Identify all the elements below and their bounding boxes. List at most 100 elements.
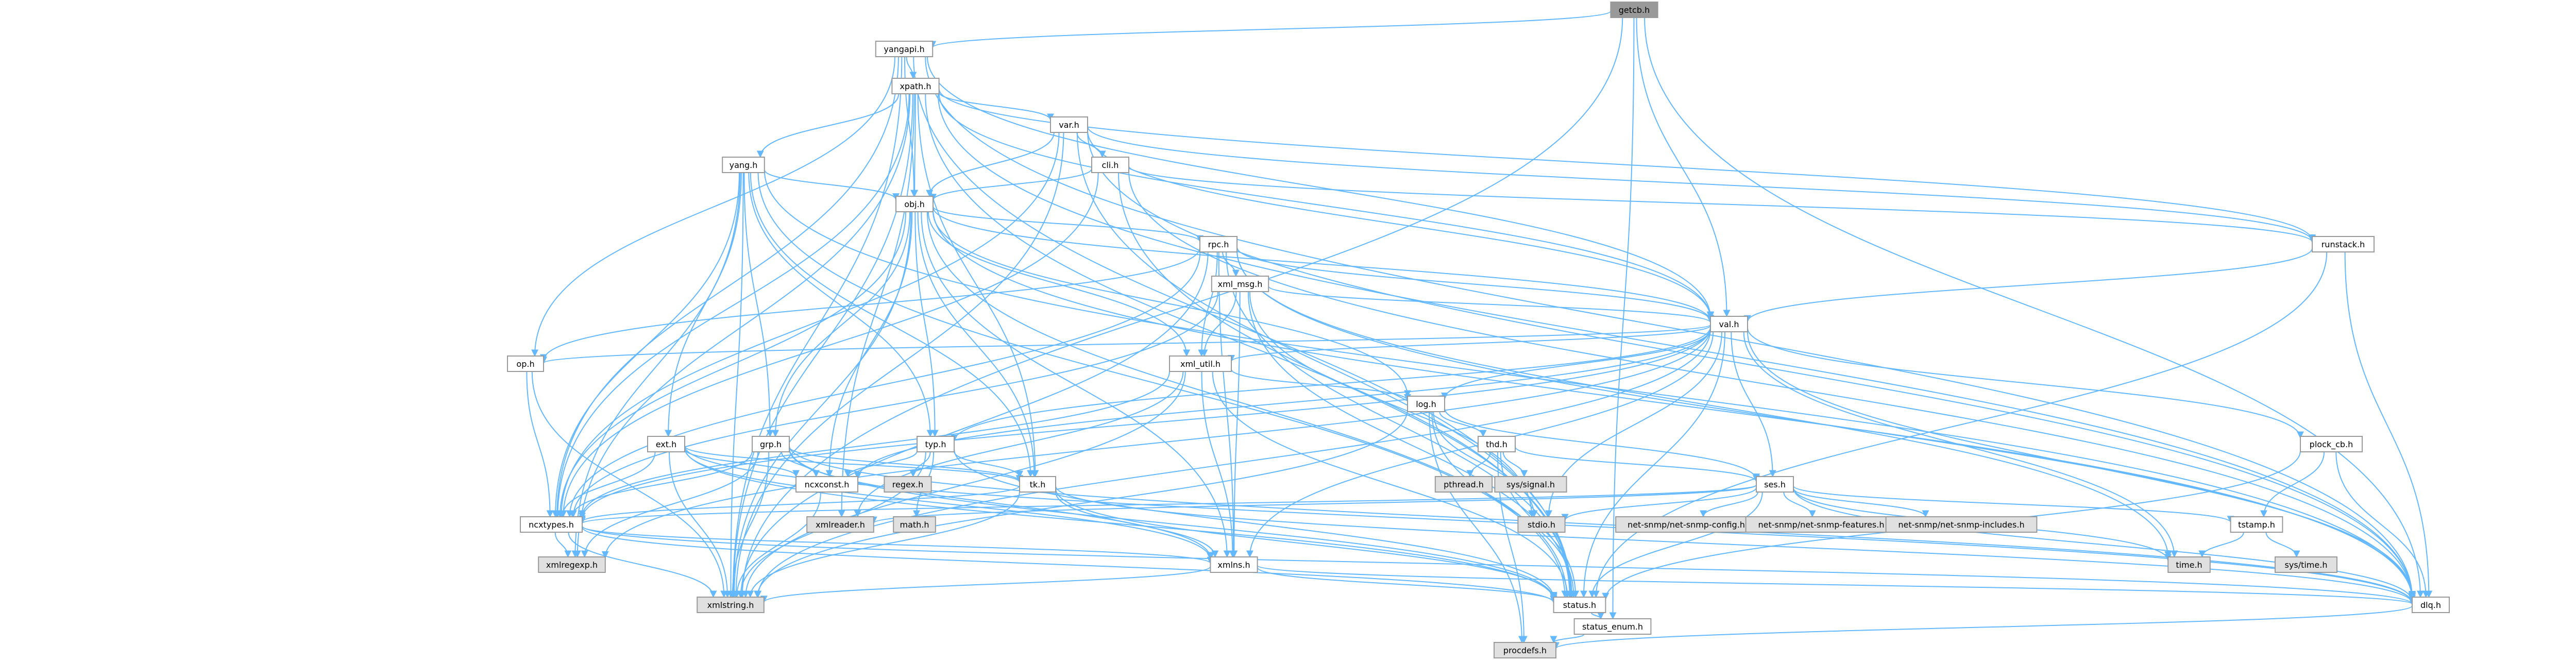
node-tstamp[interactable]: tstamp.h — [2230, 516, 2283, 533]
edge-yangapi-to-val — [926, 56, 1714, 319]
edge-xpath-to-obj — [911, 93, 919, 197]
edge-val-to-xmlstring — [754, 329, 1711, 598]
node-box — [1434, 476, 1493, 493]
edge-yangapi-to-ncxtypes — [553, 56, 899, 518]
edge-getcb-to-val — [1636, 17, 1731, 317]
node-xml-util[interactable]: xml_util.h — [1169, 355, 1232, 372]
node-box — [895, 196, 934, 212]
edge-op-to-ncxtypes — [526, 371, 554, 518]
edge-val-to-typ — [951, 327, 1711, 442]
node-xml-msg[interactable]: xml_msg.h — [1211, 276, 1269, 292]
edge-ncxtypes-to-dlq — [582, 526, 2416, 605]
edge-typ-to-regex — [909, 451, 931, 478]
node-box — [1610, 2, 1658, 18]
edge-yang-to-obj — [764, 169, 900, 201]
node-dlq[interactable]: dlq.h — [2412, 597, 2450, 613]
edge-var-to-obj — [926, 132, 1055, 197]
node-box — [2167, 556, 2211, 573]
node-xpath[interactable]: xpath.h — [891, 78, 940, 94]
edge-dlq-to-procdefs — [1552, 605, 2413, 650]
node-xmlreader: xmlreader.h — [806, 516, 874, 533]
node-systime: sys/time.h — [2275, 556, 2337, 573]
node-ncxtypes[interactable]: ncxtypes.h — [520, 516, 583, 533]
edge-thd-to-syssignal — [1502, 451, 1528, 478]
edge-runstack-to-dlq — [2344, 251, 2433, 598]
edge-log-to-procdefs — [1429, 411, 1526, 643]
edge-xpath-to-yang — [756, 93, 900, 158]
node-rpc[interactable]: rpc.h — [1199, 236, 1238, 252]
node-typ[interactable]: typ.h — [917, 436, 955, 452]
node-status-enum[interactable]: status_enum.h — [1573, 618, 1652, 635]
edge-ncxtypes-to-xmlns — [582, 526, 1214, 564]
edge-grp-to-tk — [789, 447, 1023, 483]
edge-xml_msg-to-val — [1268, 285, 1714, 324]
node-getcb[interactable]: getcb.h — [1610, 2, 1658, 18]
node-label: sys/time.h — [2285, 560, 2328, 570]
edge-var-to-status — [1076, 132, 1575, 598]
node-regex: regex.h — [884, 476, 932, 493]
node-ncxconst[interactable]: ncxconst.h — [795, 476, 858, 493]
node-label: rpc.h — [1208, 240, 1229, 249]
node-op[interactable]: op.h — [507, 355, 544, 372]
node-xmlns[interactable]: xmlns.h — [1210, 556, 1258, 573]
node-label: cli.h — [1102, 160, 1119, 170]
edge-ses-to-xmlreader — [870, 484, 1757, 524]
node-label: tstamp.h — [2238, 520, 2275, 530]
edge-xpath-to-xmlstring — [730, 93, 913, 598]
node-label: ncxtypes.h — [529, 520, 574, 530]
node-thd[interactable]: thd.h — [1478, 436, 1516, 452]
node-label: xml_msg.h — [1218, 279, 1263, 290]
edge-obj-to-typ — [914, 211, 939, 437]
node-box — [891, 78, 940, 94]
node-var[interactable]: var.h — [1050, 116, 1088, 133]
node-yang[interactable]: yang.h — [722, 157, 765, 173]
node-stdio: stdio.h — [1517, 516, 1566, 533]
node-tk[interactable]: tk.h — [1019, 476, 1056, 493]
node-box — [917, 436, 955, 452]
node-label: xmlregexp.h — [546, 560, 598, 570]
edge-xml_util-to-ncxtypes — [579, 371, 1170, 518]
node-label: runstack.h — [2321, 240, 2365, 249]
edge-status-to-status_enum — [1590, 612, 1605, 620]
edge-xml_msg-to-stdio — [1249, 291, 1536, 518]
edge-xmlns-to-dlq — [1257, 565, 2416, 605]
node-box — [1211, 276, 1269, 292]
node-ses[interactable]: ses.h — [1756, 476, 1794, 493]
node-box — [722, 157, 765, 173]
node-label: var.h — [1059, 120, 1079, 130]
node-ext[interactable]: ext.h — [647, 436, 685, 452]
edge-var-to-runstack — [1087, 126, 2316, 242]
edge-grp-to-ncxconst — [781, 451, 820, 478]
edge-cli-to-runstack — [1128, 165, 2316, 243]
node-runstack[interactable]: runstack.h — [2312, 236, 2375, 252]
node-label: xpath.h — [900, 81, 931, 91]
edge-ses-to-nsincludes — [1793, 488, 1929, 518]
edge-val-to-dlq — [1747, 331, 2416, 598]
edge-val-to-status — [1580, 331, 1726, 598]
edge-tk-to-xmlns — [1055, 491, 1219, 558]
node-label: procdefs.h — [1503, 646, 1547, 655]
node-grp[interactable]: grp.h — [752, 436, 790, 452]
node-label: getcb.h — [1619, 5, 1650, 15]
node-layer: getcb.h yangapi.h xpath.h var.h yang.h cli.h o… — [507, 2, 2450, 658]
node-label: net-snmp/net-snmp-config.h — [1628, 520, 1745, 530]
edge-var-to-ncxtypes — [557, 132, 1060, 518]
edge-typ-to-status — [954, 448, 1557, 599]
edge-yangapi-to-xpath — [906, 56, 917, 79]
node-obj[interactable]: obj.h — [895, 196, 934, 212]
edge-xpath-to-val — [938, 93, 1714, 319]
node-yangapi[interactable]: yangapi.h — [875, 41, 934, 57]
node-cli[interactable]: cli.h — [1091, 157, 1129, 173]
node-label: obj.h — [904, 199, 925, 209]
node-label: yang.h — [730, 160, 758, 170]
edge-tk-to-ncxtypes — [579, 485, 1020, 523]
node-plock-cb[interactable]: plock_cb.h — [2300, 436, 2363, 452]
node-log[interactable]: log.h — [1407, 396, 1445, 412]
edge-status_enum-to-procdefs — [1550, 634, 1585, 643]
edge-obj-to-val — [933, 207, 1714, 323]
edge-log-to-xmlstring — [754, 409, 1408, 598]
node-val[interactable]: val.h — [1710, 316, 1748, 332]
node-box — [520, 516, 583, 533]
edge-xml_util-to-log — [1231, 369, 1411, 401]
node-status[interactable]: status.h — [1553, 597, 1606, 613]
